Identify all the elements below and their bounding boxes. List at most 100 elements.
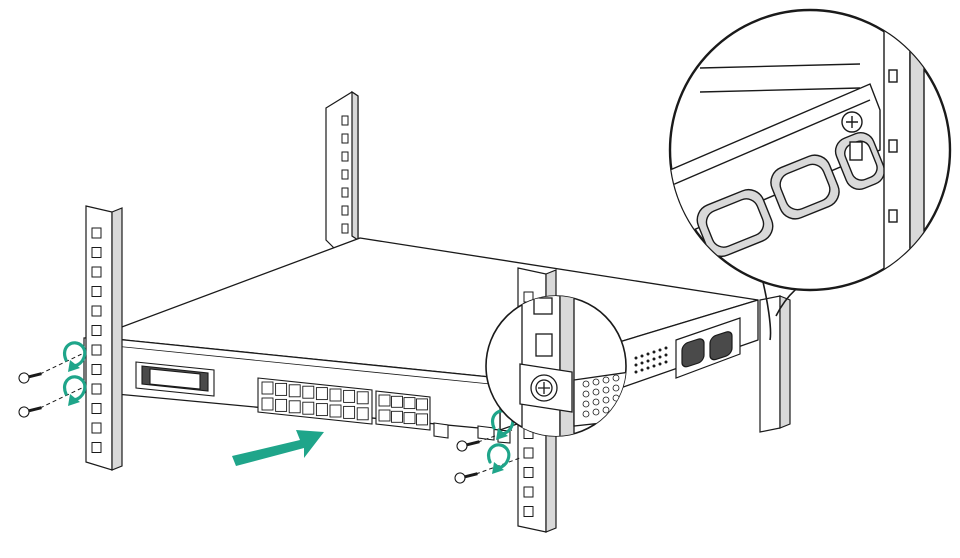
sfp-port — [403, 397, 416, 410]
vent-hole — [582, 400, 590, 408]
rj45-port — [302, 385, 315, 399]
vent-hole — [652, 364, 656, 368]
console-port — [433, 422, 449, 439]
zoom-detail-large — [668, 8, 952, 341]
rack-hole — [91, 227, 102, 239]
rotate-clockwise-icon — [63, 341, 87, 372]
rj45-port — [302, 401, 315, 415]
rotation-arrows — [63, 341, 515, 474]
rack-hole — [91, 305, 102, 317]
sfp-port — [378, 409, 391, 422]
vent-hole — [646, 352, 650, 356]
front-panel-details — [135, 361, 511, 444]
rj45-port — [356, 407, 369, 421]
vent-hole — [646, 359, 650, 363]
vent-hole — [592, 408, 600, 416]
rack-hole — [523, 447, 534, 459]
vent-hole — [602, 386, 610, 394]
rack-hole — [341, 187, 349, 198]
rj45-port — [261, 381, 274, 395]
rack-hole — [341, 205, 349, 216]
sfp-port — [403, 412, 416, 425]
rack-hole — [91, 266, 102, 278]
screw-icon — [454, 472, 478, 484]
rack-hole — [523, 467, 534, 478]
vent-hole — [602, 396, 610, 404]
rack-hole — [341, 151, 349, 162]
rack-hole — [341, 169, 349, 180]
vent-hole — [658, 355, 662, 359]
rack-hole — [91, 403, 102, 414]
vent-hole — [592, 388, 600, 396]
sfp-port — [391, 410, 403, 423]
vent-hole — [634, 356, 638, 360]
screw-icon — [18, 406, 42, 418]
vent-hole — [582, 390, 590, 398]
rj45-port — [329, 388, 342, 402]
vent-hole — [602, 376, 610, 384]
vent-hole — [634, 363, 638, 367]
rj45-port — [315, 387, 328, 401]
rj45-port — [288, 400, 301, 414]
zoom-detail-small — [485, 295, 627, 437]
rack-hole — [91, 442, 102, 453]
vent-hole — [612, 384, 620, 392]
vent-hole — [640, 368, 644, 372]
screw-icon — [456, 440, 480, 452]
sfp-port — [391, 395, 403, 408]
sfp-port — [416, 413, 428, 426]
rj45-port — [275, 398, 288, 412]
mgmt-port — [477, 425, 495, 441]
vent-hole — [658, 348, 662, 352]
rack-hole — [523, 506, 534, 517]
rack-hole — [341, 133, 349, 144]
vent-hole — [658, 362, 662, 366]
rj45-port — [343, 405, 356, 419]
rack-hole — [91, 325, 102, 336]
rack-hole — [91, 286, 102, 297]
rotate-clockwise-icon — [487, 443, 511, 474]
vent-hole — [652, 357, 656, 361]
rack-hole — [91, 344, 102, 356]
front-left-rack-post — [85, 205, 123, 471]
rj45-port — [315, 403, 328, 417]
vent-hole — [640, 354, 644, 358]
vent-hole — [640, 361, 644, 365]
rack-hole — [341, 223, 349, 234]
vent-hole — [592, 398, 600, 406]
vent-hole — [652, 350, 656, 354]
rear-right-rack-post — [759, 295, 791, 433]
screw-icon — [18, 372, 42, 384]
side-handle — [634, 317, 741, 379]
rear-left-rack-post — [325, 90, 359, 249]
rj45-port — [261, 397, 274, 411]
vent-hole — [602, 406, 610, 414]
rack-hole — [91, 422, 102, 434]
rack-hole — [91, 383, 102, 395]
arrow-right-icon — [232, 430, 324, 466]
rj45-port — [356, 391, 369, 405]
sfp-port — [416, 398, 428, 411]
rj45-port — [288, 384, 301, 398]
rack-hole — [341, 115, 349, 126]
vent-hole — [646, 366, 650, 370]
vent-hole — [612, 394, 620, 402]
rj45-port — [275, 382, 288, 396]
vent-hole — [582, 380, 590, 388]
rj45-port — [343, 389, 356, 403]
rack-hole — [523, 486, 534, 498]
rack-hole — [91, 364, 102, 375]
rotate-clockwise-icon — [63, 375, 87, 406]
rj45-port — [329, 404, 342, 418]
vent-hole — [664, 353, 668, 357]
vent-hole — [664, 360, 668, 364]
vent-hole — [664, 346, 668, 350]
sfp-port — [378, 394, 391, 407]
vent-hole — [634, 370, 638, 374]
vent-hole — [582, 410, 590, 418]
rack-hole — [91, 247, 102, 258]
vent-hole — [612, 374, 620, 382]
vent-hole — [592, 378, 600, 386]
